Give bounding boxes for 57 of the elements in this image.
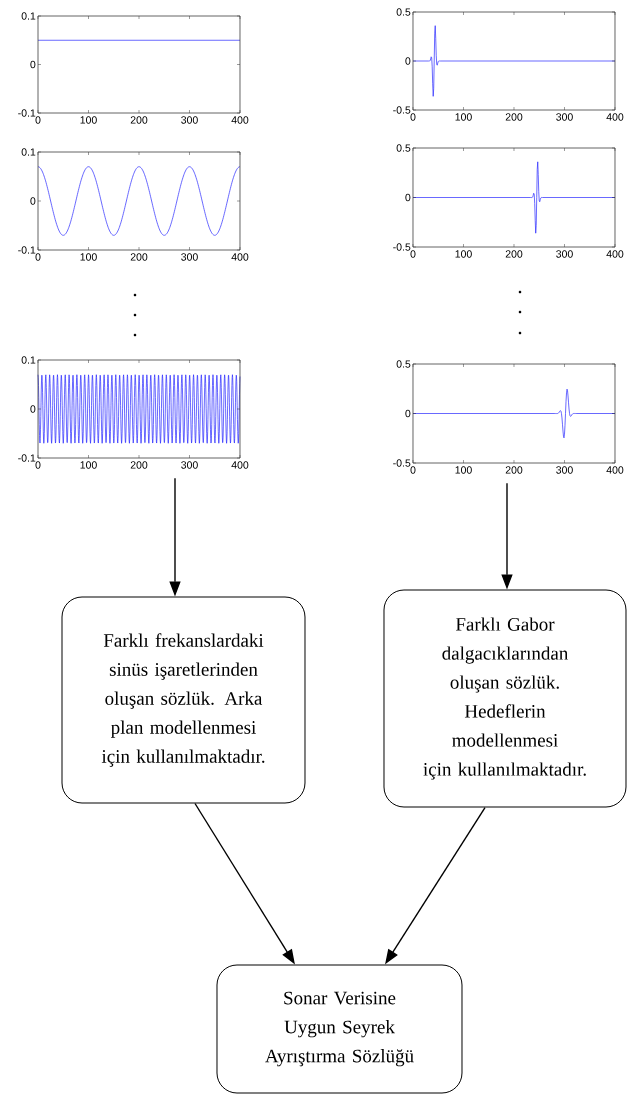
process-box: Farklı Gabor dalgacıklarından oluşan sözlük. Hedeflerin modellenmesi için kullanılmaktadır. <box>383 589 627 808</box>
tick-label: 0 <box>410 466 416 474</box>
plot-drawing <box>37 359 241 459</box>
tick-label: 0.5 <box>396 360 411 368</box>
tick-label: 200 <box>130 116 148 124</box>
plot-drawing <box>412 147 616 248</box>
tick-label: 300 <box>181 461 198 469</box>
tick-label: 0 <box>30 60 36 69</box>
tick-label: -0.5 <box>393 243 411 251</box>
tick-label: 200 <box>505 466 523 474</box>
tick-label: 0 <box>30 197 36 205</box>
tick-label: 0 <box>35 253 41 261</box>
tick-label: 100 <box>455 466 472 474</box>
tick-label: 200 <box>505 113 523 121</box>
tick-label: 300 <box>556 113 573 121</box>
tick-label: -0.1 <box>18 246 36 254</box>
plot-drawing <box>412 11 616 111</box>
tick-label: 100 <box>80 253 97 261</box>
plot-drawing <box>37 151 241 251</box>
tick-label: 400 <box>606 250 624 258</box>
tick-label: 200 <box>505 250 523 258</box>
tick-label: -0.5 <box>393 459 411 467</box>
tick-label: 400 <box>606 113 624 121</box>
tick-label: 0 <box>410 250 416 258</box>
tick-label: 300 <box>181 253 198 261</box>
tick-label: 0.1 <box>21 148 36 156</box>
tick-label: 0 <box>405 409 411 418</box>
tick-label: 0.1 <box>21 12 36 20</box>
tick-label: 100 <box>455 113 472 121</box>
tick-label: 0 <box>405 193 411 202</box>
tick-label: -0.1 <box>18 454 36 462</box>
tick-label: 100 <box>80 116 97 124</box>
tick-label: 0.5 <box>396 8 411 16</box>
tick-label: 0.1 <box>21 356 36 364</box>
tick-label: 0.5 <box>396 144 411 152</box>
tick-label: 200 <box>130 253 148 261</box>
tick-label: 0 <box>410 113 416 121</box>
tick-label: 0 <box>35 461 41 469</box>
tick-label: 0 <box>35 116 41 124</box>
process-box: Sonar Verisine Uygun Seyrek Ayrıştırma Sözlüğü <box>216 964 463 1094</box>
tick-label: 400 <box>231 461 249 469</box>
tick-label: 0 <box>30 405 36 413</box>
tick-label: 300 <box>556 250 573 258</box>
tick-label: 300 <box>181 116 198 124</box>
process-box: Farklı frekanslardaki sinüs işaretlerinden oluşan sözlük. Arka plan modellenmesi için kullanılmaktadır. <box>61 596 306 804</box>
tick-label: 100 <box>455 250 472 258</box>
tick-label: 0 <box>405 57 411 65</box>
plot-drawing <box>412 363 616 464</box>
tick-label: 300 <box>556 466 573 474</box>
tick-label: 400 <box>231 116 249 124</box>
tick-label: 200 <box>130 461 148 469</box>
tick-label: -0.5 <box>393 106 411 114</box>
tick-label: 400 <box>231 253 249 261</box>
tick-label: -0.1 <box>18 109 36 117</box>
tick-label: 100 <box>80 461 97 469</box>
plot-drawing <box>37 15 241 114</box>
tick-label: 400 <box>606 466 624 474</box>
